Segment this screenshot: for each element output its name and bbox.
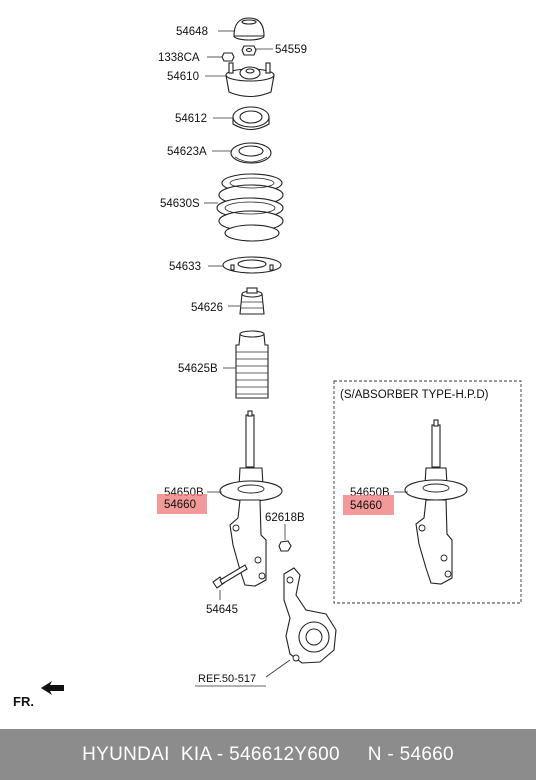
label-62618b: 62618B xyxy=(265,512,305,524)
footer-part-numbers: HYUNDAI KIA - 546612Y600 N - 54660 xyxy=(82,743,454,765)
part-54612-bearing xyxy=(232,106,270,131)
label-54626: 54626 xyxy=(191,302,223,314)
part-54559-nut xyxy=(241,45,257,56)
label-54630s: 54630S xyxy=(160,198,200,210)
label-54610: 54610 xyxy=(167,71,199,83)
footer-bar: HYUNDAI KIA - 546612Y600 N - 54660 xyxy=(0,729,536,780)
label-fr: FR. xyxy=(13,694,34,709)
part-1338ca-nut xyxy=(221,52,235,62)
label-54660-left: 54660 xyxy=(164,499,196,511)
part-54626-bump-stopper xyxy=(239,287,265,315)
label-54648: 54648 xyxy=(176,26,208,38)
label-54625b: 54625B xyxy=(178,363,218,375)
part-62618b-nut xyxy=(278,540,292,552)
inset-title: (S/ABSORBER TYPE-H.P.D) xyxy=(340,389,489,401)
label-54612: 54612 xyxy=(175,113,207,125)
front-direction-arrow xyxy=(41,681,64,695)
highlight-54660-left xyxy=(157,494,207,514)
part-54625b-dust-boot xyxy=(235,330,269,399)
highlight-54660-right xyxy=(343,495,394,515)
part-54660-strut-left xyxy=(219,410,283,587)
part-54660-strut-inset xyxy=(404,419,468,585)
label-54559: 54559 xyxy=(275,44,307,56)
label-54633: 54633 xyxy=(169,261,201,273)
part-54645-bolt xyxy=(212,564,248,589)
label-1338ca: 1338CA xyxy=(158,52,200,64)
part-54623a-spring-seat xyxy=(230,142,272,164)
part-54610-top-mount xyxy=(225,62,275,98)
steering-knuckle xyxy=(283,567,337,664)
part-54633-spring-pad xyxy=(222,256,282,274)
label-54645: 54645 xyxy=(206,604,238,616)
part-54630s-coil-spring xyxy=(216,173,284,242)
label-ref: REF.50-517 xyxy=(198,673,256,685)
part-54648-cap xyxy=(233,17,265,41)
label-54660-right: 54660 xyxy=(350,500,382,512)
strut-assembly-diagram: 54648 54559 1338CA 54610 54612 54623A xyxy=(13,17,522,709)
inset-box xyxy=(333,380,522,604)
label-54623a: 54623A xyxy=(167,146,207,158)
